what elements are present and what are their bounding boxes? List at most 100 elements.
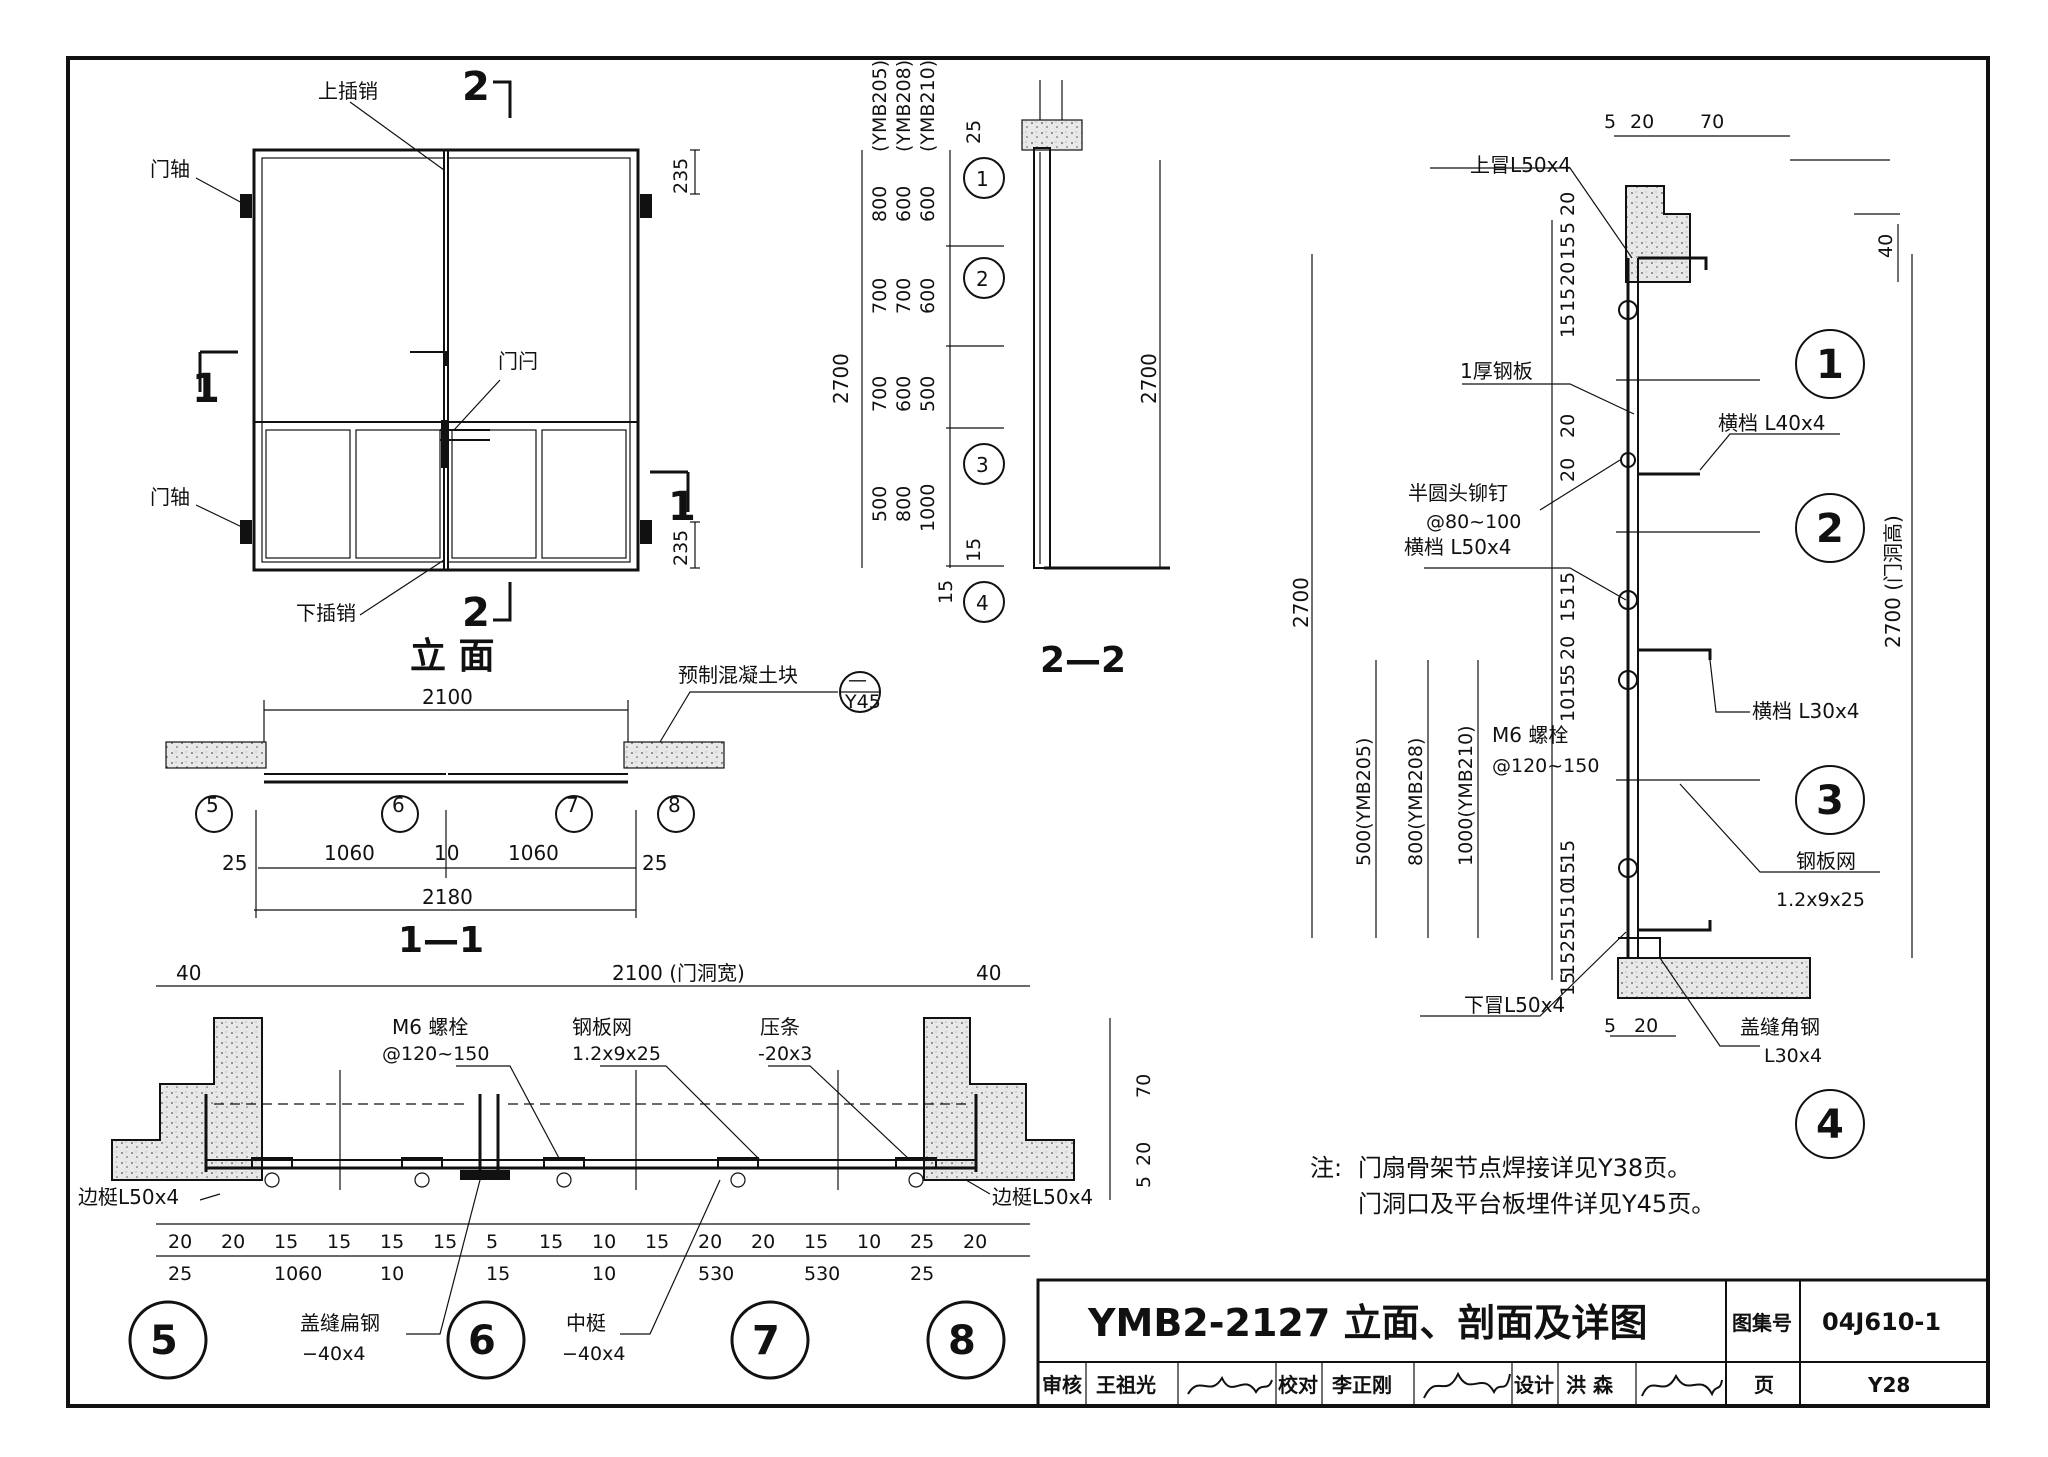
atlas-label: 图集号: [1732, 1311, 1792, 1335]
detail-bubble: [1795, 329, 1865, 399]
detail-num-8: 8: [668, 793, 681, 817]
ref-bottom: Y45: [844, 691, 881, 713]
plan-mid-stile: 中梃: [566, 1311, 606, 1335]
stack-dim: 15: [1557, 288, 1579, 312]
plan-dim-value: 10: [592, 1231, 616, 1253]
detail-num-4: 4: [976, 591, 989, 615]
plan-dim-value: 25: [910, 1231, 934, 1253]
detail-bubble: [1795, 493, 1865, 563]
page-label: 页: [1754, 1373, 1774, 1397]
mesh-size: 1.2x9x25: [1776, 889, 1865, 911]
detail-bubble: [963, 157, 1005, 199]
plan-dim-20: 20: [1133, 1142, 1155, 1166]
val-r4-c1: 500: [869, 486, 891, 522]
cover-angle-size: L30x4: [1764, 1045, 1822, 1067]
dim-top-70: 70: [1700, 111, 1724, 133]
stack-dim: 15: [1557, 972, 1579, 996]
cover-angle-label: 盖缝角钢: [1740, 1015, 1820, 1039]
dim-1060-left: 1060: [324, 841, 375, 865]
detail-num-7: 7: [566, 793, 579, 817]
model-ymb208: (YMB208): [893, 60, 915, 152]
plan-detail: [111, 985, 1111, 1380]
stack-dim: 20: [1557, 458, 1579, 482]
bottom-bolt-label: 下插销: [296, 601, 356, 625]
stack-dim: 20: [1557, 262, 1579, 286]
stack-dim: 20: [1557, 414, 1579, 438]
stack-dim: 15: [1557, 572, 1579, 596]
plan-dim-value: 5: [486, 1231, 498, 1253]
signature-checker: [1423, 1371, 1511, 1399]
check-label: 校对: [1278, 1373, 1318, 1397]
val-r2-c1: 700: [869, 278, 891, 314]
dim-2700-left: 2700: [829, 353, 853, 404]
val-r4-c3: 1000: [917, 484, 939, 532]
bolt-label: M6 螺栓: [1492, 723, 1568, 747]
sheet-title: YMB2-2127 立面、剖面及详图: [1087, 1301, 1648, 1345]
detail-num-6-large: 6: [468, 1318, 496, 1364]
hinge-icon: [240, 194, 252, 218]
val-r2-c2: 700: [893, 278, 915, 314]
height-ymb208: 800(YMB208): [1405, 738, 1427, 866]
dim-right-40: 40: [1875, 234, 1897, 258]
val-r3-c1: 700: [869, 376, 891, 412]
plan-bolt-spacing: @120~150: [382, 1043, 489, 1065]
notes-prefix: 注:: [1310, 1154, 1342, 1182]
bolt-icon: [895, 1157, 937, 1169]
plan-dim-value: 10: [592, 1263, 616, 1285]
elevation-view: [195, 80, 700, 622]
plan-stile-left: 边梃L50x4: [78, 1185, 179, 1209]
stack-dim: 15: [1557, 314, 1579, 338]
plan-dim-value: 20: [751, 1231, 775, 1253]
model-ymb205: (YMB205): [869, 60, 891, 152]
reviewer-name: 王祖光: [1096, 1373, 1156, 1397]
plan-dim-value: 10: [380, 1263, 404, 1285]
stack-dim: 10: [1557, 882, 1579, 906]
plan-strip-label: 压条: [760, 1015, 800, 1039]
stack-dim: 5: [1557, 222, 1579, 234]
design-label: 设计: [1514, 1373, 1554, 1397]
mesh-panel: [541, 429, 627, 559]
detail-bubble: [555, 795, 593, 833]
dim-10: 10: [434, 841, 459, 865]
detail-num-6: 6: [392, 793, 405, 817]
rivet-label: 半圆头铆钉: [1408, 481, 1508, 505]
dim-235-top: 235: [670, 158, 692, 194]
val-r3-c2: 600: [893, 376, 915, 412]
hinge-icon: [240, 520, 252, 544]
bolt-icon: [1618, 670, 1638, 690]
val-r1-c3: 600: [917, 186, 939, 222]
bolt-icon: [401, 1157, 443, 1169]
stack-dim: 5: [1557, 664, 1579, 676]
detail-bubble: [1795, 765, 1865, 835]
top-bolt-label: 上插销: [318, 79, 378, 103]
plan-strip-size: -20x3: [758, 1043, 812, 1065]
plan-dim-value: 15: [539, 1231, 563, 1253]
notes-line1: 门扇骨架节点焊接详见Y38页。: [1358, 1154, 1691, 1182]
dim-2100: 2100: [422, 685, 473, 709]
plan-dim-value: 15: [486, 1263, 510, 1285]
dim-top-5: 5: [1604, 111, 1616, 133]
dim-25-left: 25: [222, 851, 247, 875]
plan-dim-value: 15: [645, 1231, 669, 1253]
rail-50-label: 横档 L50x4: [1404, 535, 1512, 559]
val-r4-c2: 800: [893, 486, 915, 522]
val-r2-c3: 600: [917, 278, 939, 314]
height-ymb210: 1000(YMB210): [1455, 726, 1477, 866]
section-mark-2-top: 2: [462, 64, 490, 110]
section-1-1-title: 1—1: [398, 920, 484, 961]
dim-25-top: 25: [963, 120, 985, 144]
bottom-frame-label: 下冒L50x4: [1464, 993, 1565, 1017]
rail-40-label: 横档 L40x4: [1718, 411, 1826, 435]
detail-num-7-large: 7: [752, 1318, 780, 1364]
val-r1-c2: 600: [893, 186, 915, 222]
detail-num-3-large: 3: [1816, 778, 1844, 824]
plan-dim-value: 25: [168, 1263, 192, 1285]
bolt-icon: [543, 1157, 585, 1169]
section-mark-1-right: 1: [668, 484, 696, 530]
hinge-bottom-label: 门轴: [150, 485, 190, 509]
plan-mid-stile-size: −40x4: [562, 1343, 625, 1365]
detail-bubble: [730, 1300, 810, 1380]
page-number: Y28: [1867, 1373, 1910, 1397]
section-2-2-title: 2—2: [1040, 640, 1126, 681]
